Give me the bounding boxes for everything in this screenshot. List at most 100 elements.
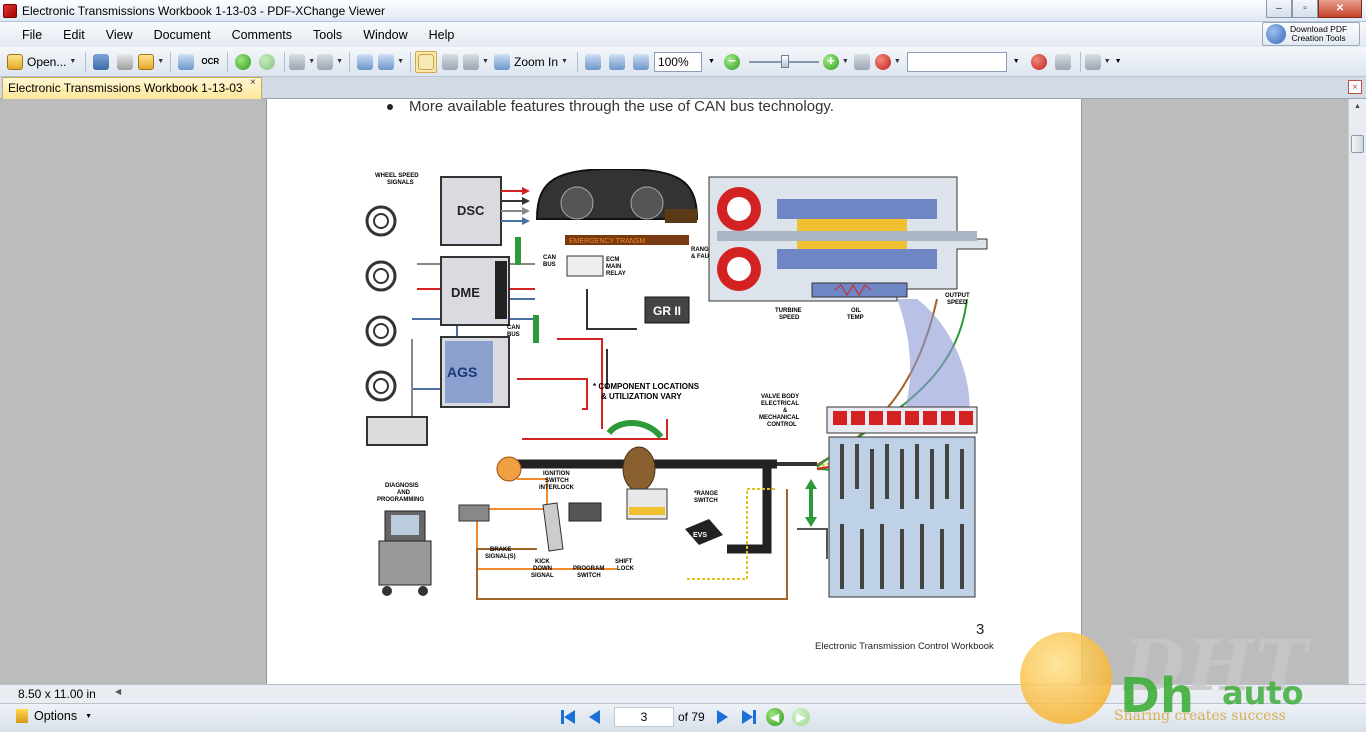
actual-size-button[interactable] — [582, 51, 604, 73]
forward-button[interactable] — [256, 51, 278, 73]
attach-button[interactable] — [175, 51, 197, 73]
chevron-down-icon[interactable]: ▼ — [397, 58, 405, 65]
zoom-slider[interactable] — [748, 52, 819, 72]
print-icon — [117, 53, 134, 70]
ignition-label-2: SWITCH — [545, 478, 569, 484]
scroll-left-icon[interactable]: ◀ — [115, 687, 122, 696]
back-view-button[interactable]: ◀ — [765, 707, 785, 727]
document-tab-bar: Electronic Transmissions Workbook 1-13-0… — [0, 77, 1366, 99]
actual-size-icon — [584, 53, 601, 70]
chevron-down-icon[interactable]: ▼ — [69, 58, 77, 65]
ask-button[interactable]: ▼ — [874, 51, 901, 73]
main-toolbar: Open... ▼ ▼ OCR ▼ ▼ ▼ ▼ Zoom In ▼ 100% ▼… — [0, 47, 1366, 77]
menu-window[interactable]: Window — [363, 27, 408, 42]
chevron-down-icon[interactable]: ▼ — [336, 58, 344, 65]
zoom-plus-button[interactable]: +▼ — [822, 51, 849, 73]
menu-document[interactable]: Document — [153, 27, 211, 42]
page-number: 3 — [976, 621, 985, 638]
chevron-down-icon[interactable]: ▼ — [1114, 58, 1122, 65]
magnifier-icon — [493, 53, 510, 70]
options-label: Options — [34, 709, 78, 723]
shift-lock-label-2: LOCK — [617, 566, 635, 572]
zoom-level-input[interactable]: 100% — [653, 51, 702, 72]
wheel-speed-label-2: SIGNALS — [387, 180, 414, 186]
menu-comments[interactable]: Comments — [231, 27, 292, 42]
ecm-relay-label-2: MAIN — [606, 264, 621, 270]
zoom-out-button[interactable]: − — [721, 51, 743, 73]
find-button[interactable] — [1028, 51, 1050, 73]
search-input[interactable] — [906, 51, 1007, 72]
open-button[interactable]: Open... ▼ — [4, 51, 79, 73]
tab-document[interactable]: Electronic Transmissions Workbook 1-13-0… — [2, 77, 262, 99]
app-icon — [3, 3, 17, 18]
save-button[interactable] — [90, 51, 112, 73]
chevron-down-icon[interactable]: ▼ — [308, 58, 316, 65]
gr2-label: GR II — [653, 304, 681, 318]
evs-module — [685, 519, 723, 545]
forward-view-button[interactable]: ▶ — [791, 707, 811, 727]
first-page-button[interactable] — [558, 707, 578, 727]
fit-width-button[interactable] — [630, 51, 652, 73]
binoculars-icon — [853, 53, 870, 70]
vertical-scrollbar[interactable]: ▲ — [1348, 99, 1366, 684]
scan-button[interactable]: ▼ — [138, 51, 164, 73]
hand-icon — [418, 53, 435, 70]
snapshot-button[interactable] — [439, 51, 461, 73]
download-pdf-tools-button[interactable]: Download PDF Creation Tools — [1262, 22, 1360, 46]
last-page-button[interactable] — [739, 707, 759, 727]
menu-view[interactable]: View — [105, 27, 133, 42]
next-page-button[interactable] — [713, 707, 733, 727]
export-button[interactable]: ▼ — [378, 51, 404, 73]
can-connector — [533, 315, 539, 343]
gauge-speed — [630, 186, 664, 220]
turbine-speed-label-2: SPEED — [779, 315, 800, 321]
chevron-down-icon[interactable]: ▼ — [893, 58, 901, 65]
fit-page-button[interactable] — [606, 51, 628, 73]
battery — [366, 416, 428, 446]
chevron-down-icon[interactable]: ▼ — [561, 58, 568, 65]
zoom-in-button[interactable]: Zoom In ▼ — [491, 51, 571, 73]
undo-icon — [289, 53, 306, 70]
customize-button[interactable]: ▼ — [1084, 51, 1111, 73]
menu-tools[interactable]: Tools — [313, 27, 343, 42]
maximize-button[interactable]: ▫ — [1292, 0, 1318, 18]
wheel-sensors — [365, 205, 397, 402]
print-button[interactable] — [114, 51, 136, 73]
valve-body-label-3: & — [783, 408, 788, 414]
scroll-thumb[interactable] — [1351, 135, 1364, 153]
select-tool-button[interactable]: ▼ — [463, 51, 489, 73]
close-window-button[interactable]: ✕ — [1318, 0, 1362, 18]
find-next-button[interactable] — [1052, 51, 1074, 73]
previous-page-button[interactable] — [584, 707, 604, 727]
document-viewport[interactable]: More available features through the use … — [0, 99, 1348, 684]
menu-edit[interactable]: Edit — [63, 27, 85, 42]
chevron-down-icon[interactable]: ▼ — [1012, 58, 1020, 65]
ocr-button[interactable]: OCR — [201, 57, 220, 66]
chevron-down-icon[interactable]: ▼ — [707, 58, 715, 65]
scroll-up-icon[interactable]: ▲ — [1354, 103, 1361, 110]
tab-close-icon[interactable]: × — [250, 77, 256, 88]
back-button[interactable] — [232, 51, 254, 73]
close-panel-icon[interactable]: × — [1348, 80, 1362, 94]
cluster-display-text: EMERGENCY TRANSM — [569, 238, 646, 245]
diagnosis-label-3: PROGRAMMING — [377, 497, 424, 503]
status-bar: 8.50 x 11.00 in ◀ — [0, 684, 1366, 703]
chevron-down-icon[interactable]: ▼ — [482, 58, 489, 65]
brake-label-2: SIGNAL(S) — [485, 554, 516, 560]
rotate-button[interactable] — [354, 51, 376, 73]
kick-down-label-3: SIGNAL — [531, 573, 554, 579]
chevron-down-icon[interactable]: ▼ — [1103, 58, 1111, 65]
slider-thumb[interactable] — [780, 54, 789, 68]
redo-button[interactable]: ▼ — [317, 51, 343, 73]
chevron-down-icon[interactable]: ▼ — [157, 58, 165, 65]
hand-tool-button[interactable] — [415, 50, 438, 73]
chevron-down-icon[interactable]: ▼ — [841, 58, 849, 65]
undo-button[interactable]: ▼ — [289, 51, 315, 73]
menu-help[interactable]: Help — [428, 27, 455, 42]
view-options-button[interactable] — [851, 51, 873, 73]
minimize-button[interactable]: ‒ — [1266, 0, 1292, 18]
options-button[interactable]: Options ▼ — [16, 709, 92, 723]
menu-file[interactable]: File — [22, 27, 43, 42]
can-bus-label-4: BUS — [507, 332, 520, 338]
current-page-input[interactable]: 3 — [614, 707, 674, 727]
